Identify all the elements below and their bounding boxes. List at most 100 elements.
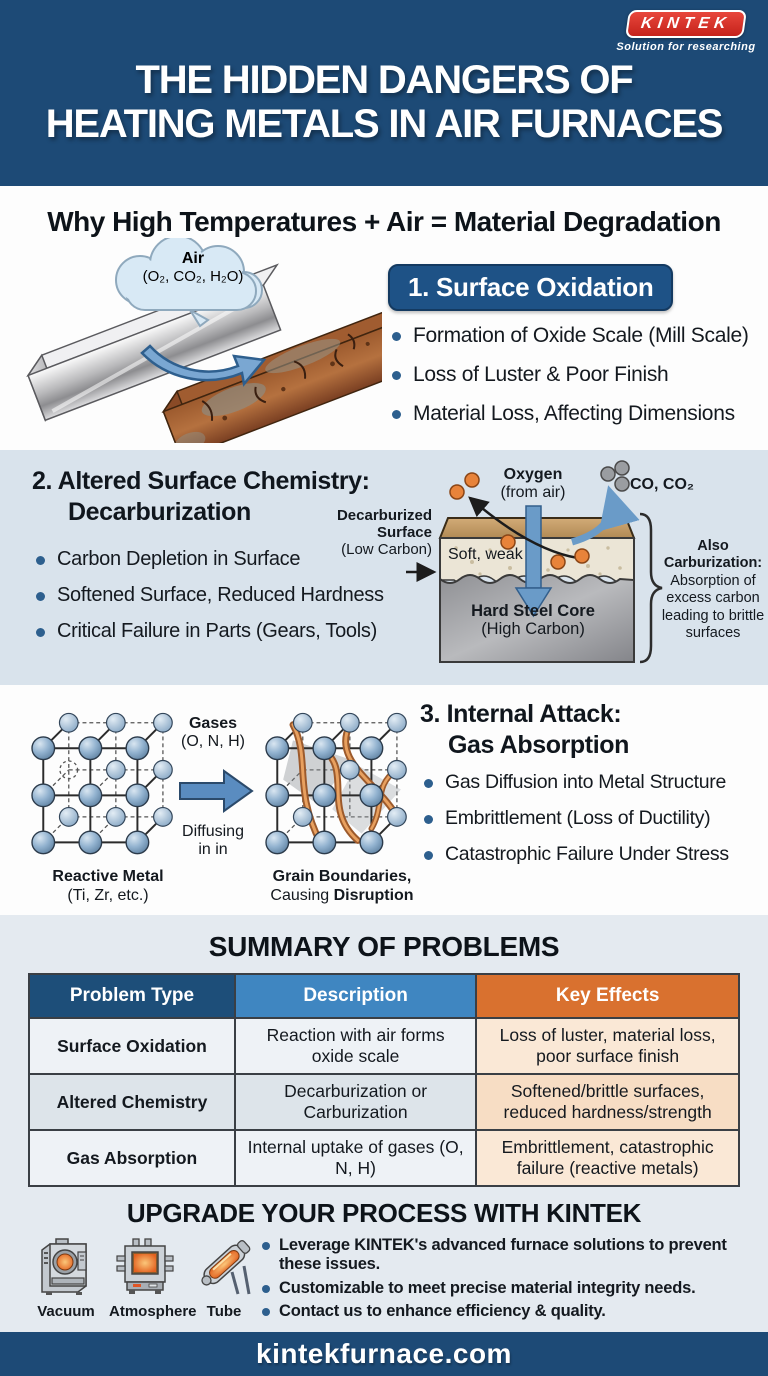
furnace-label: Tube — [206, 1303, 242, 1320]
core-label-line2: (High Carbon) — [481, 620, 585, 639]
air-label: Air — [181, 250, 205, 267]
list-item: Formation of Oxide Scale (Mill Scale) — [392, 324, 760, 348]
grain-boundaries-caption: Grain Boundaries, Causing Disruption — [262, 867, 422, 905]
decarburized-surface-label: Decarburized Surface (Low Carbon) — [320, 507, 432, 558]
grain-boundary-lattice-graphic — [265, 712, 407, 855]
list-item: Material Loss, Affecting Dimensions — [392, 402, 760, 426]
upgrade-heading: UPGRADE YOUR PROCESS WITH KINTEK — [126, 1198, 642, 1228]
bullet-text: Embrittlement (Loss of Ductility) — [445, 807, 711, 829]
bullet-text: Formation of Oxide Scale (Mill Scale) — [413, 324, 749, 347]
gases-line2: (O, N, H) — [181, 732, 245, 750]
cell-description: Reaction with air forms oxide scale — [233, 1017, 478, 1075]
heading-line1: 3. Internal Attack: — [420, 700, 622, 728]
bullet-dot-icon — [262, 1284, 270, 1293]
bullet-text: Carbon Depletion in Surface — [57, 548, 301, 570]
heading-line2: Decarburization — [68, 498, 251, 527]
page-title: THE HIDDEN DANGERS OF HEATING METALS IN … — [0, 58, 768, 146]
bullet-text: Customizable to meet precise material in… — [279, 1278, 696, 1297]
upgrade-bullet-list: Leverage KINTEK's advanced furnace solut… — [262, 1236, 754, 1326]
carburization-brace — [639, 512, 663, 664]
steel-block-graphic — [406, 460, 663, 664]
website-url: kintekfurnace.com — [256, 1338, 512, 1369]
bullet-dot-icon — [424, 779, 433, 788]
oxidation-bullet-list: Formation of Oxide Scale (Mill Scale) Lo… — [392, 324, 760, 441]
caption-line1: Grain Boundaries, — [272, 868, 412, 885]
list-item: Catastrophic Failure Under Stress — [424, 843, 760, 866]
cell-problem-type: Surface Oxidation — [28, 1017, 236, 1075]
kintek-logo: KINTEK Solution for researching — [616, 10, 756, 53]
furnace-label: Atmosphere — [109, 1303, 197, 1320]
tube-furnace-icon — [201, 1240, 251, 1295]
bullet-dot-icon — [424, 851, 433, 860]
air-formula: (O₂, CO₂, H₂O) — [142, 268, 244, 285]
cell-key-effects: Loss of luster, material loss, poor surf… — [475, 1017, 740, 1075]
bullet-dot-icon — [392, 371, 401, 380]
list-item: Contact us to enhance efficiency & quali… — [262, 1302, 754, 1321]
bullet-text: Catastrophic Failure Under Stress — [445, 843, 729, 865]
table-row: Altered Chemistry Decarburization or Car… — [28, 1073, 740, 1131]
also-body: Absorption of excess carbon leading to b… — [661, 572, 765, 641]
heading-line1: 2. Altered Surface Chemistry: — [32, 467, 370, 495]
caption-line2: Causing Disruption — [262, 886, 422, 905]
page-title-line1: THE HIDDEN DANGERS OF — [135, 58, 633, 102]
furnace-label: Vacuum — [37, 1303, 95, 1320]
atmosphere-furnace-icon — [116, 1238, 174, 1294]
soft-weak-label: Soft, weak — [448, 546, 523, 563]
cell-problem-type: Altered Chemistry — [28, 1073, 236, 1131]
reactive-metal-caption: Reactive Metal (Ti, Zr, etc.) — [28, 867, 188, 905]
bullet-dot-icon — [392, 410, 401, 419]
badge-surface-oxidation: 1. Surface Oxidation — [388, 264, 674, 311]
gas-absorption-heading: 3. Internal Attack: Gas Absorption — [420, 699, 629, 762]
table-header-row: Problem Type Description Key Effects — [28, 973, 740, 1019]
bullet-text: Contact us to enhance efficiency & quali… — [279, 1302, 606, 1321]
gas-absorption-bullet-list: Gas Diffusion into Metal Structure Embri… — [424, 771, 760, 879]
intro-heading: Why High Temperatures + Air = Material D… — [47, 206, 721, 237]
diffusing-line1: Diffusing — [182, 823, 244, 840]
section-decarburization: 2. Altered Surface Chemistry: Decarburiz… — [0, 450, 768, 685]
air-cloud-shape — [115, 235, 263, 328]
diffusion-arrow-icon — [179, 769, 254, 813]
cell-key-effects: Embrittlement, catastrophic failure (rea… — [475, 1129, 740, 1187]
carburization-note: Also Carburization: Absorption of excess… — [660, 538, 766, 642]
section-summary: SUMMARY OF PROBLEMS Problem Type Descrip… — [0, 915, 768, 1190]
bullet-dot-icon — [262, 1308, 270, 1317]
kintek-logo-box: KINTEK — [625, 10, 747, 38]
hard-steel-core-label: Hard Steel Core (High Carbon) — [448, 602, 618, 639]
decarb-label-line1: Decarburized — [336, 507, 432, 524]
cell-problem-type: Gas Absorption — [28, 1129, 236, 1187]
cell-key-effects: Softened/brittle surfaces, reduced hardn… — [475, 1073, 740, 1131]
list-item: Softened Surface, Reduced Hardness — [36, 584, 426, 607]
bullet-text: Loss of Luster & Poor Finish — [413, 363, 669, 386]
bullet-text: Leverage KINTEK's advanced furnace solut… — [279, 1236, 727, 1274]
co-co2-label: CO, CO₂ — [630, 476, 694, 493]
table-row: Surface Oxidation Reaction with air form… — [28, 1017, 740, 1075]
heading-line2: Gas Absorption — [448, 731, 629, 760]
footer-bar: kintekfurnace.com — [0, 1332, 768, 1376]
logo-tagline: Solution for researching — [616, 41, 756, 53]
diffusing-line2: in in — [198, 840, 228, 858]
metal-bars-graphic — [26, 235, 405, 460]
section-gas-absorption: 3. Internal Attack: Gas Absorption Gas D… — [0, 685, 768, 915]
cell-description: Internal uptake of gases (O, N, H) — [233, 1129, 478, 1187]
caption-line2: (Ti, Zr, etc.) — [67, 887, 149, 905]
oxygen-label-line1: Oxygen — [503, 466, 563, 483]
also-line2: Carburization: — [663, 555, 763, 572]
summary-table: Problem Type Description Key Effects Sur… — [28, 973, 740, 1187]
reactive-metal-lattice-graphic — [31, 712, 173, 855]
bullet-text: Softened Surface, Reduced Hardness — [57, 584, 384, 606]
header-banner: KINTEK Solution for researching THE HIDD… — [0, 0, 768, 186]
bullet-dot-icon — [36, 556, 45, 565]
section-surface-oxidation: Why High Temperatures + Air = Material D… — [0, 186, 768, 460]
summary-title: SUMMARY OF PROBLEMS — [208, 931, 560, 962]
gases-label: Gases (O, N, H) — [168, 715, 258, 751]
list-item: Loss of Luster & Poor Finish — [392, 363, 760, 387]
table-row: Gas Absorption Internal uptake of gases … — [28, 1129, 740, 1187]
furnace-icons-row: Vacuum Atmosphere — [30, 1238, 260, 1320]
oxygen-label-line2: (from air) — [500, 483, 566, 501]
decarburization-heading: 2. Altered Surface Chemistry: Decarburiz… — [32, 466, 370, 529]
list-item: Leverage KINTEK's advanced furnace solut… — [262, 1236, 754, 1275]
bullet-text: Critical Failure in Parts (Gears, Tools) — [57, 620, 377, 642]
caption-disruption: Disruption — [333, 887, 414, 905]
oxidation-illustration: Air (O₂, CO₂, H₂O) — [22, 235, 405, 460]
